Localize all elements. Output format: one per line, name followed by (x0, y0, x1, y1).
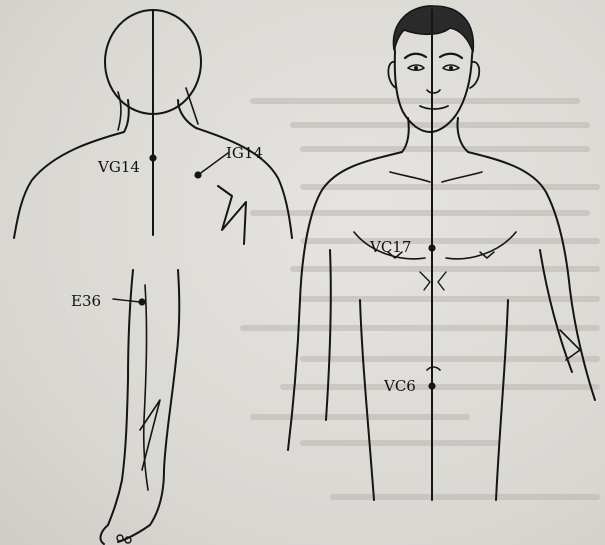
front-arm-left-inner (326, 250, 331, 420)
ig14-leader (198, 153, 228, 175)
vc6-label: VC6 (383, 377, 416, 395)
navel (427, 367, 440, 370)
eyebrow-left (405, 54, 426, 58)
vc17-label: VC17 (369, 238, 411, 256)
vg14-point (149, 154, 156, 161)
vc17-point (428, 244, 435, 251)
nose (427, 90, 440, 93)
front-neck-right (457, 118, 468, 152)
back-scapula-line (218, 186, 246, 244)
leg-outline-right (150, 270, 179, 525)
torso-side-left (360, 300, 374, 500)
e36-label: E36 (71, 292, 101, 310)
back-view-figure: VG14 IG14 E36 (14, 10, 292, 544)
front-arm-left-outer (288, 152, 402, 450)
front-arm-right-outer (468, 152, 595, 400)
e36-leader (113, 299, 140, 302)
back-shoulder-left (14, 132, 124, 238)
ig14-label: IG14 (226, 144, 263, 162)
collarbone-right (442, 172, 482, 182)
front-view-figure: VC17 VC6 (288, 6, 595, 500)
collarbone-left (390, 172, 430, 182)
pupil-left (414, 66, 418, 70)
front-neck-left (402, 118, 409, 152)
foot-outline (101, 525, 108, 544)
mouth (420, 106, 448, 109)
abdomen-mark (438, 272, 446, 290)
pectoral-right (446, 232, 516, 259)
abdomen-mark (420, 272, 430, 290)
pupil-right (449, 66, 453, 70)
leg-outline-left (108, 270, 133, 525)
front-hair (393, 6, 473, 52)
vc6-point (428, 382, 435, 389)
vg14-label: VG14 (97, 158, 140, 176)
eyebrow-right (440, 54, 462, 58)
toe (117, 535, 123, 541)
torso-side-right (496, 300, 508, 500)
